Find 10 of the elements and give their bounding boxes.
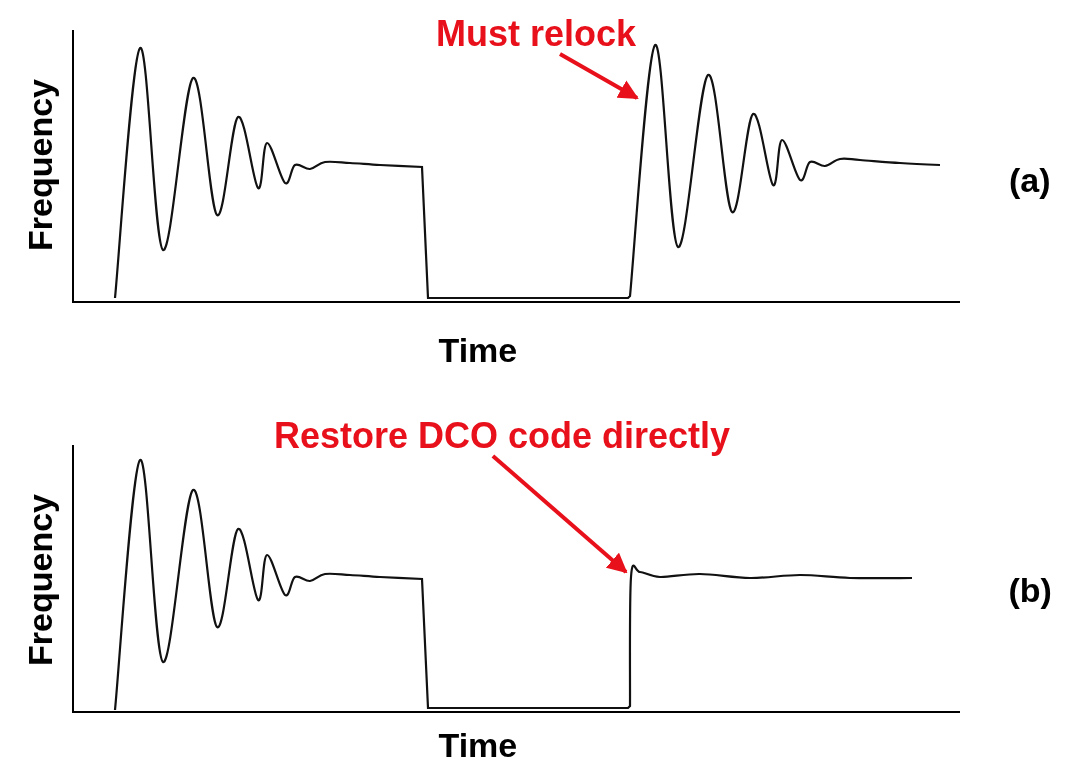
annotation-text: Must relock bbox=[436, 16, 637, 52]
panel-label: (b) bbox=[1008, 573, 1052, 607]
panel-label: (a) bbox=[1009, 163, 1051, 197]
axis-title: Frequency bbox=[23, 494, 57, 666]
axis-title: Frequency bbox=[23, 79, 57, 251]
axis-title: Time bbox=[438, 333, 518, 367]
axis-title: Time bbox=[438, 728, 518, 762]
leader-arrow bbox=[559, 52, 639, 100]
annotation-text: Restore DCO code directly bbox=[274, 418, 731, 454]
leader-arrow bbox=[491, 454, 628, 574]
